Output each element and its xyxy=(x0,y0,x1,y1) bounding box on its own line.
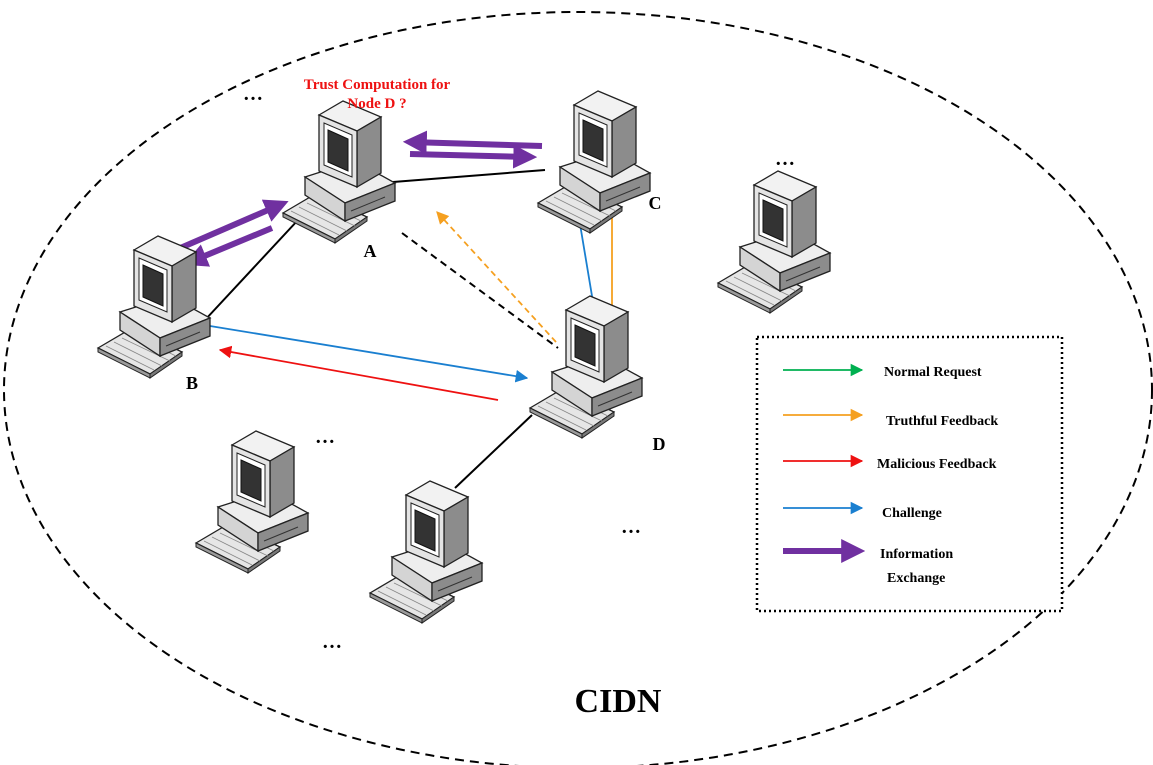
legend: Normal Request Truthful Feedback Malicio… xyxy=(755,335,1064,613)
legend-challenge-label: Challenge xyxy=(882,506,942,521)
node-label-d: D xyxy=(653,434,666,454)
network-label: CIDN xyxy=(575,683,662,720)
legend-normal-request-label: Normal Request xyxy=(884,365,982,380)
legend-information-exchange-label-1: Information xyxy=(880,547,953,562)
ellipsis-bottom-right: … xyxy=(621,516,641,538)
computer-node-b xyxy=(97,235,211,379)
computer-node-bottom-left xyxy=(195,430,309,574)
trust-question-line-1: Trust Computation for xyxy=(304,77,451,93)
computer-node-top-right xyxy=(717,170,831,314)
computer-node-a xyxy=(282,100,396,244)
link-d-bottom xyxy=(454,414,533,489)
node-label-c: C xyxy=(649,193,662,213)
malicious-feedback-arrow-d-to-b xyxy=(218,345,499,401)
legend-information-exchange-label-2: Exchange xyxy=(887,571,945,586)
link-a-d-dashed xyxy=(401,232,559,349)
ellipsis-mid-left: … xyxy=(315,426,335,448)
cidn-boundary xyxy=(3,11,1153,765)
link-a-c xyxy=(392,169,546,183)
legend-truthful-feedback-label: Truthful Feedback xyxy=(886,414,998,429)
truthful-feedback-arrow-d-to-a xyxy=(436,211,557,343)
computer-node-d xyxy=(529,295,643,439)
computer-node-bottom xyxy=(369,480,483,624)
legend-malicious-feedback-label: Malicious Feedback xyxy=(877,457,997,472)
network-links xyxy=(204,169,546,489)
info-exchange-a-c xyxy=(402,130,543,169)
link-a-b xyxy=(204,219,299,321)
legend-box xyxy=(755,335,1064,613)
info-exchange-a-b xyxy=(176,199,289,267)
trust-question-line-2: Node D ? xyxy=(347,96,406,112)
ellipsis-bottom-left: … xyxy=(322,631,342,653)
node-label-a: A xyxy=(364,241,377,261)
challenge-arrow-b-to-d xyxy=(209,325,529,383)
ellipsis-top-left: … xyxy=(243,83,263,105)
node-label-b: B xyxy=(186,373,198,393)
ellipsis-top-right: … xyxy=(775,148,795,170)
computer-node-c xyxy=(537,90,651,234)
